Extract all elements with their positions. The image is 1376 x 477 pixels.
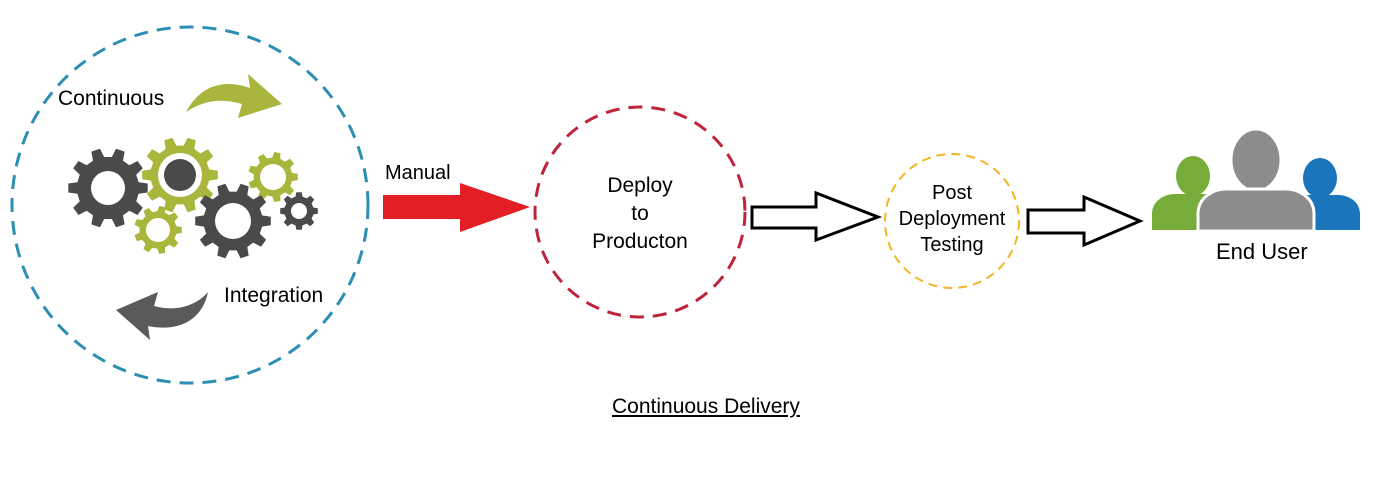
diagram-title: Continuous Delivery xyxy=(612,395,800,418)
deploy-line: Producton xyxy=(592,230,688,253)
gear-hole xyxy=(146,218,170,242)
manual-label: Manual xyxy=(385,162,451,184)
ci-circle xyxy=(10,25,370,385)
gear-hole xyxy=(260,164,286,190)
testing-line: Post xyxy=(931,182,973,204)
gear-hole xyxy=(91,171,125,205)
testing-node-label: Post Deployment Testing xyxy=(872,180,1032,258)
deploy-line: Deploy xyxy=(607,174,673,197)
deploy-node-label: Deploy to Producton xyxy=(575,172,705,256)
testing-line: Deployment xyxy=(898,208,1006,230)
testing-line: Testing xyxy=(920,234,984,256)
testing-circle xyxy=(884,153,1020,289)
curved-arrow-left-icon xyxy=(116,292,208,340)
users-icon xyxy=(1152,127,1360,233)
gear-hole xyxy=(215,203,251,239)
gears-icon xyxy=(68,137,318,259)
deploy-circle xyxy=(533,105,747,319)
curved-arrow-right-icon xyxy=(186,74,282,118)
deploy-line: to xyxy=(631,202,649,225)
gear-center xyxy=(164,159,196,191)
outline-arrow-icon xyxy=(1026,194,1144,248)
gear-hole xyxy=(291,203,307,219)
outline-arrow-icon xyxy=(750,190,883,243)
red-arrow-icon xyxy=(383,183,530,232)
integration-label: Integration xyxy=(224,284,324,307)
end-user-label: End User xyxy=(1216,239,1308,264)
continuous-label: Continuous xyxy=(58,87,165,110)
